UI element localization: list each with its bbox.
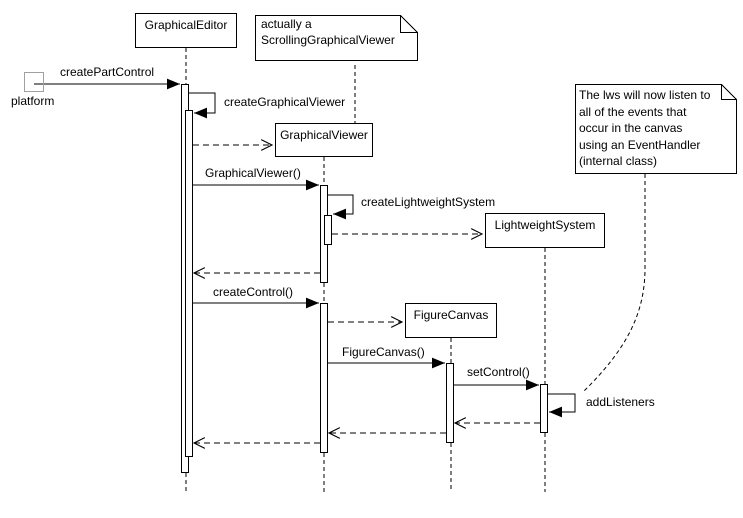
note-scrollinggraphicalviewer: actually a ScrollingGraphicalViewer [261,17,395,47]
note-anchor-line [582,174,646,393]
lifeline-name: FigureCanvas [413,308,489,322]
actor-platform-icon [24,72,44,92]
lifeline-name: LightweightSystem [494,218,596,232]
message-label-figurecanvas-call: FigureCanvas() [342,345,425,359]
message-label-graphicalviewer-call: GraphicalViewer() [205,166,301,180]
message-label-creategraphicalviewer: createGraphicalViewer [224,95,346,109]
activation-figurecanvas [446,363,454,443]
lifeline-name: GraphicalEditor [144,18,228,32]
lifeline-head-figurecanvas: FigureCanvas [405,303,497,338]
actor-platform-label: platform [11,94,55,108]
message-label-addlisteners: addListeners [586,395,655,409]
arrow-createlightweightsystem-self [328,194,354,220]
message-label-setcontrol: setControl() [467,365,530,379]
message-label-createpartcontrol: createPartControl [60,65,155,79]
note-shape [575,84,737,174]
activation-lightweightsystem [540,384,548,433]
activation-graphicalviewer-nested [324,215,332,245]
lifeline-head-graphicaleditor: GraphicalEditor [135,13,237,48]
note-shape [255,15,418,61]
arrow-addlisteners-self [548,393,576,418]
activation-graphicaleditor-nested [185,110,193,457]
note-fold-icon [400,15,418,33]
lifeline-head-lightweightsystem: LightweightSystem [485,213,605,248]
arrow-creategraphicalviewer-self [189,92,216,119]
message-label-createlightweightsystem: createLightweightSystem [361,195,496,209]
lifeline-head-graphicalviewer: GraphicalViewer [275,123,373,157]
note-fold-icon [721,84,737,100]
note-lws-listener: The lws will now listen to all of the ev… [579,88,711,168]
activation-graphicalviewer-2 [320,303,328,453]
message-label-createcontrol: createControl() [213,285,294,299]
lifeline-name: GraphicalViewer [280,128,368,142]
